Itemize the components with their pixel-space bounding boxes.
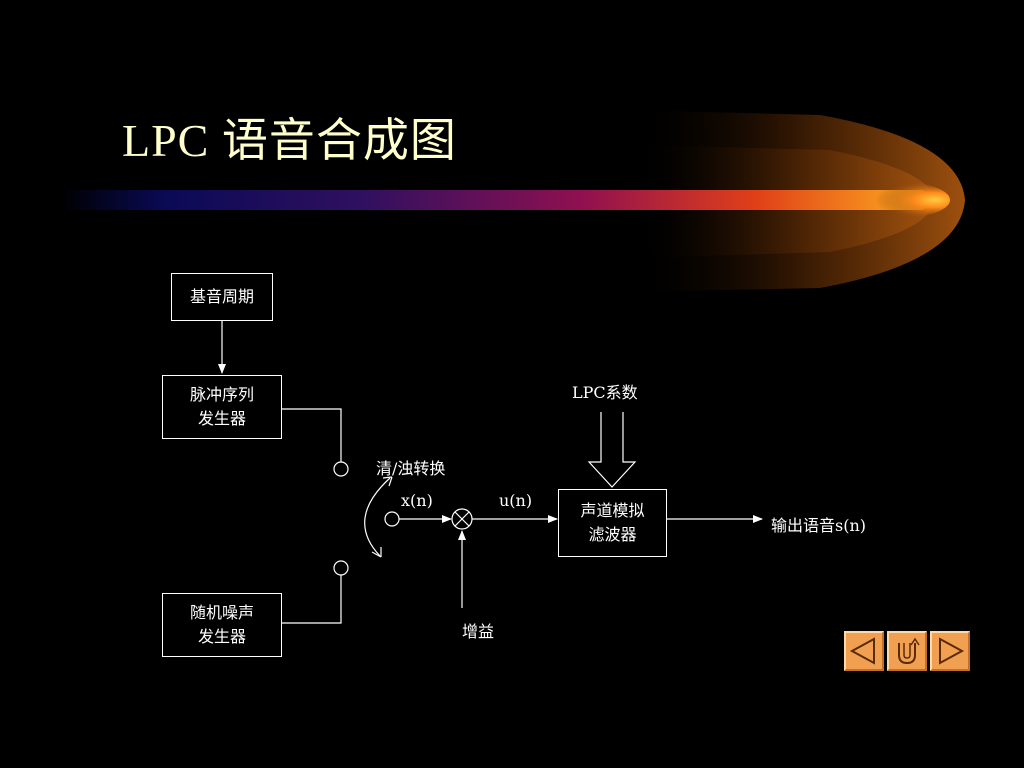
pitch-period-box: 基音周期: [171, 273, 273, 321]
pulse-to-switch-wire: [282, 408, 342, 462]
un-label: u(n): [499, 491, 533, 510]
lpc-coef-label: LPC系数: [572, 383, 638, 402]
triangle-left-icon: [849, 637, 875, 665]
switch-contact-common: [384, 511, 400, 527]
lpc-coef-block-arrow: [587, 412, 637, 488]
noise-to-switch-wire: [282, 575, 342, 624]
triangle-right-icon: [939, 637, 965, 665]
vocal-tract-filter-box: 声道模拟 滤波器: [558, 489, 667, 557]
pulse-generator-label-2: 发生器: [197, 409, 246, 428]
pitch-period-label: 基音周期: [189, 287, 254, 306]
xn-label: x(n): [401, 491, 433, 510]
beam-line: [60, 190, 930, 210]
switch-arc-arrowhead-bottom: [371, 547, 382, 558]
noise-generator-box: 随机噪声 发生器: [162, 593, 282, 657]
return-button[interactable]: [887, 631, 927, 671]
filter-label-2: 滤波器: [588, 525, 637, 544]
switch-contact-voiced: [333, 461, 349, 477]
filter-label-1: 声道模拟: [580, 501, 645, 520]
noise-generator-label-2: 发生器: [197, 627, 246, 646]
switch-arc-arrowhead-top: [382, 476, 393, 487]
noise-generator-label-1: 随机噪声: [189, 603, 254, 622]
beam-head: [850, 182, 950, 218]
output-speech-label: 输出语音s(n): [771, 516, 867, 535]
prev-slide-button[interactable]: [844, 631, 884, 671]
u-turn-icon: [898, 637, 920, 665]
slide-title: LPC 语音合成图: [122, 115, 457, 166]
switch-contact-unvoiced: [333, 560, 349, 576]
next-slide-button[interactable]: [930, 631, 970, 671]
switch-toggle-arc: [364, 477, 391, 557]
pulse-generator-label-1: 脉冲序列: [189, 385, 254, 404]
gain-label: 增益: [462, 622, 495, 641]
switch-label: 清/浊转换: [376, 459, 446, 478]
pulse-generator-box: 脉冲序列 发生器: [162, 375, 282, 439]
